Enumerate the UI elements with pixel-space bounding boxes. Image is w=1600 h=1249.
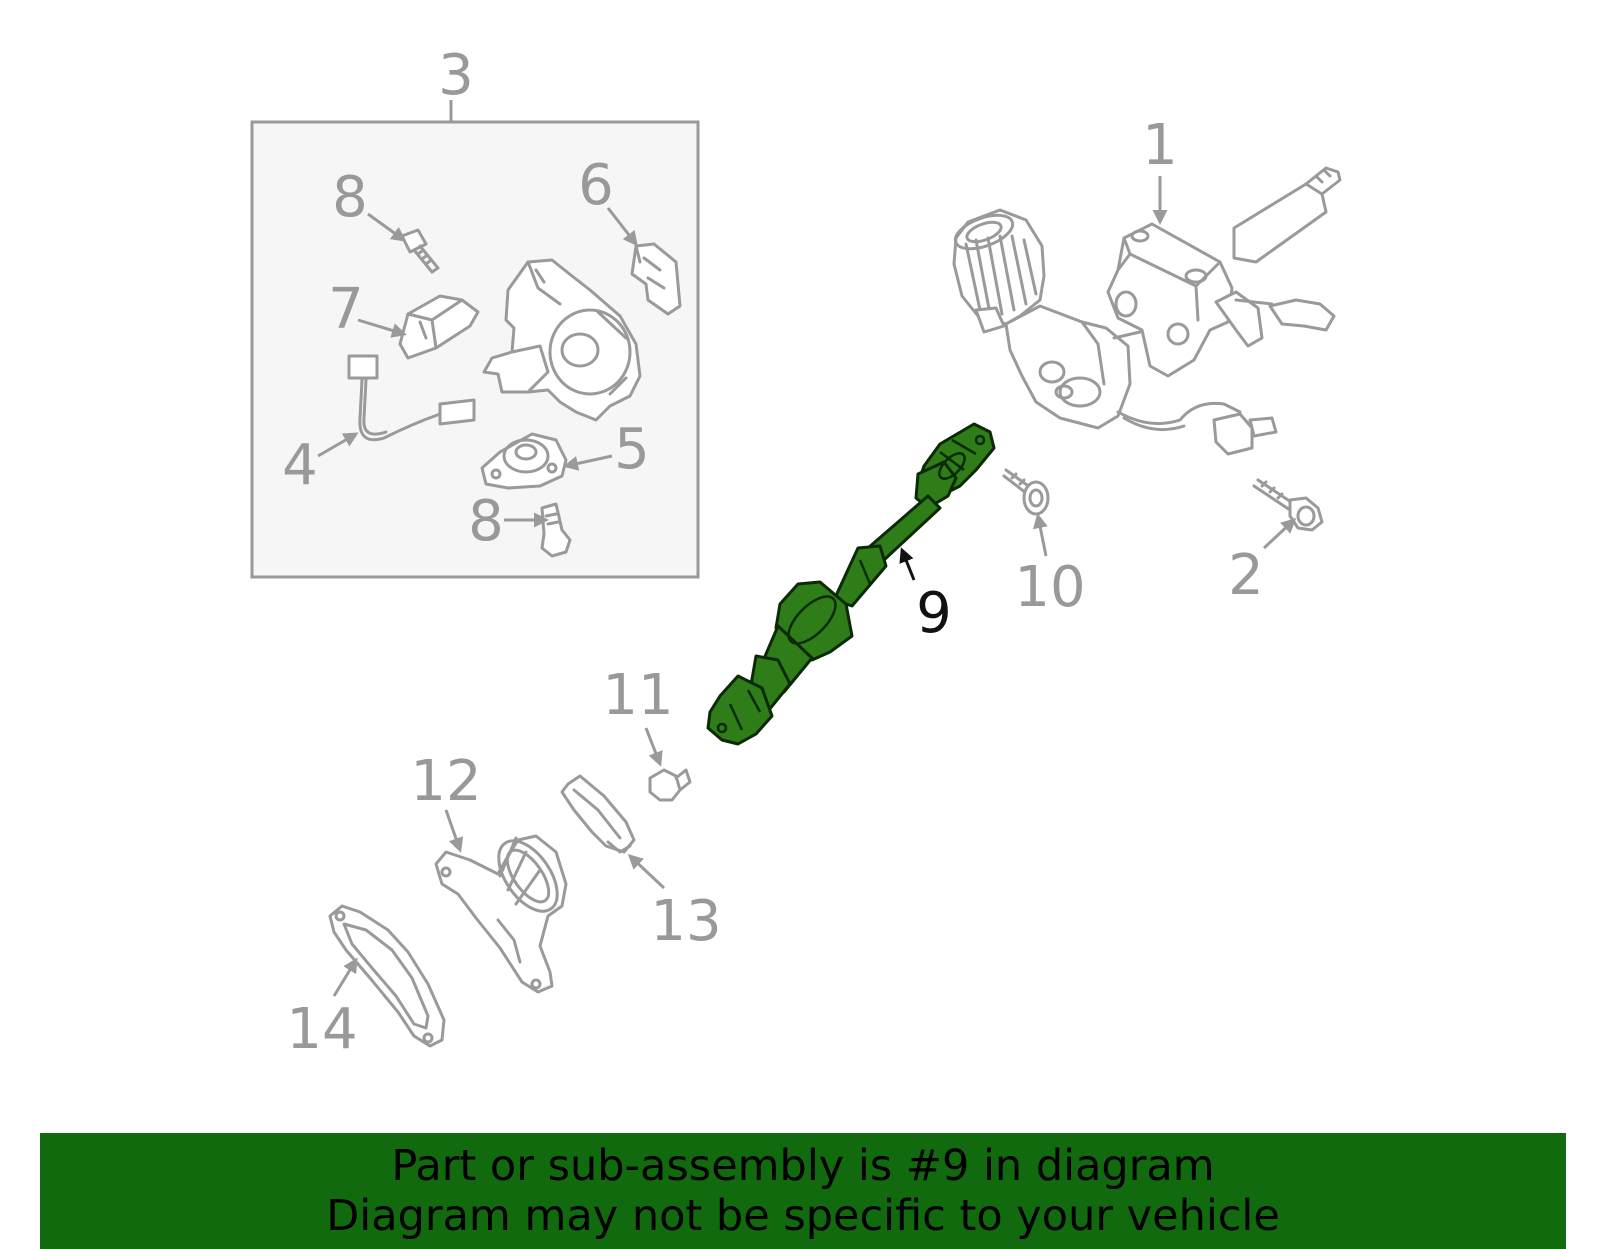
banner-line-1: Part or sub-assembly is #9 in diagram [391, 1141, 1215, 1191]
part-9-intermediate-shaft [706, 422, 996, 746]
callout-2: 2 [1228, 543, 1264, 608]
part-13-clamp [560, 774, 636, 854]
callout-4: 4 [282, 433, 318, 498]
part-2-bolt [1252, 478, 1324, 532]
part-7-switch [398, 294, 480, 360]
part-6-bracket [630, 242, 682, 316]
info-banner: Part or sub-assembly is #9 in diagram Di… [40, 1133, 1566, 1249]
callout-12: 12 [410, 749, 481, 814]
callout-10: 10 [1014, 555, 1085, 620]
callout-3: 3 [438, 43, 474, 108]
leader-lines [317, 176, 1297, 997]
callout-5: 5 [614, 417, 650, 482]
callout-labels: 1 2 3 4 5 6 7 8 8 9 10 11 12 13 14 [282, 43, 1264, 1062]
callout-1: 1 [1142, 113, 1178, 178]
callout-8-top: 8 [332, 165, 368, 230]
callout-14: 14 [286, 997, 357, 1062]
callout-7: 7 [328, 277, 364, 342]
callout-8-bottom: 8 [468, 489, 504, 554]
callout-6: 6 [578, 153, 614, 218]
callout-11: 11 [602, 663, 673, 728]
part-12-boot [434, 834, 568, 994]
part-10-bolt [1002, 468, 1050, 516]
part-4-harness [347, 354, 476, 442]
part-column-housing [482, 258, 642, 422]
callout-9: 9 [916, 581, 952, 646]
callout-13: 13 [650, 889, 721, 954]
part-8-bolt-top [400, 228, 440, 274]
part-1-steering-column [952, 166, 1342, 456]
banner-line-2: Diagram may not be specific to your vehi… [326, 1191, 1280, 1241]
part-11-bolt [648, 768, 692, 802]
